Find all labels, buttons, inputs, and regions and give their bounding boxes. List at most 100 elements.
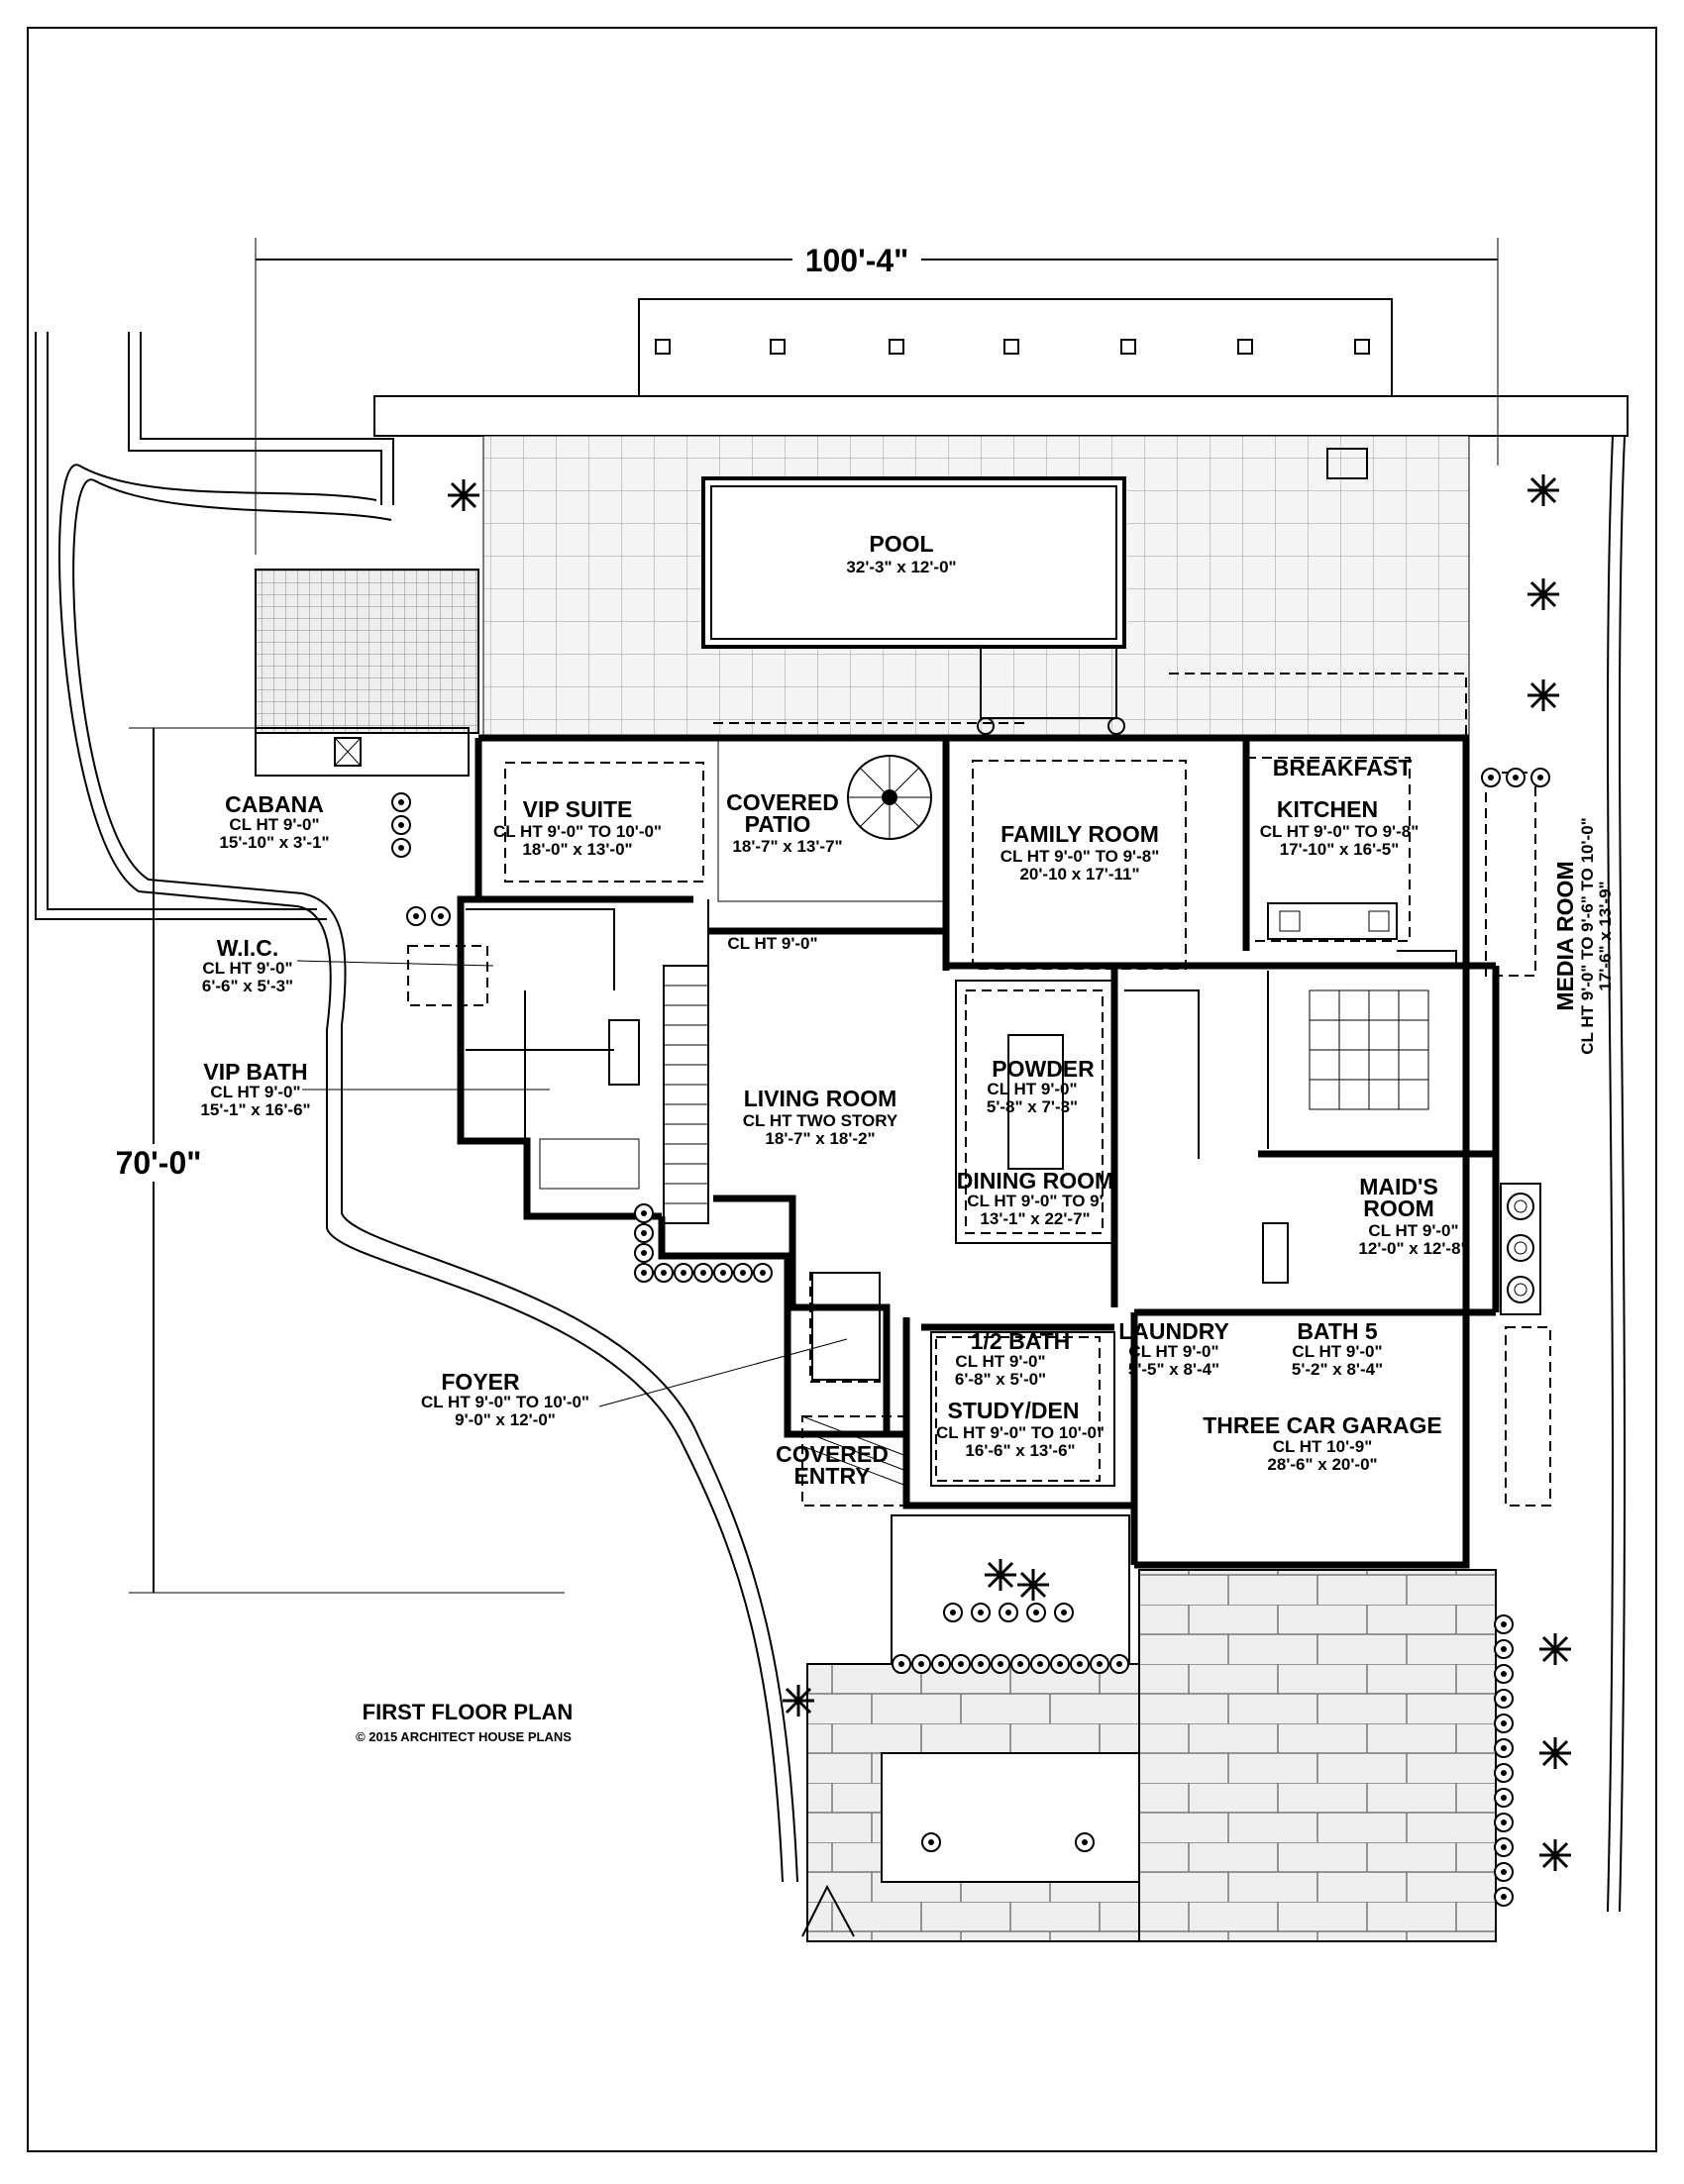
family-room: FAMILY ROOM CL HT 9'-0" TO 9'-8" 20'-10 … (1000, 821, 1160, 884)
study-label: STUDY/DEN (948, 1398, 1080, 1423)
laundry-height: CL HT 9'-0" (1128, 1342, 1218, 1361)
ceiling-outlines (407, 673, 1551, 1507)
bath-5: BATH 5 CL HT 9'-0" 5'-2" x 8'-4" (1292, 1318, 1383, 1379)
interior-walls (466, 899, 1457, 1169)
site-wall-right (1619, 435, 1626, 1913)
covered-entry-label-1: COVERED (776, 1441, 889, 1467)
dining-room-label: DINING ROOM (957, 1168, 1113, 1194)
kitchen: BREAKFAST KITCHEN CL HT 9'-0" TO 9'-8" 1… (1260, 755, 1420, 940)
cabana: CABANA CL HT 9'-0" 15'-10" x 3'-1" (219, 569, 479, 852)
pool-size: 32'-3" x 12'-0" (846, 558, 956, 576)
laundry-label: LAUNDRY (1118, 1318, 1229, 1344)
bath5-label: BATH 5 (1297, 1318, 1378, 1344)
vip-bath-size: 15'-1" x 16'-6" (200, 1100, 310, 1119)
covered-patio-label-1: COVERED (726, 789, 839, 815)
wic-label: W.I.C. (217, 935, 279, 961)
ac-units (1500, 1183, 1541, 1315)
site-wall-right-inner (1607, 435, 1614, 1913)
study-height: CL HT 9'-0" TO 10'-0" (936, 1423, 1105, 1442)
dining-room: POWDER CL HT 9'-0" 5'-8" x 7'-3" DINING … (955, 980, 1113, 1244)
sheet-border (27, 27, 1657, 2152)
title-block: FIRST FLOOR PLAN © 2015 ARCHITECT HOUSE … (356, 1700, 573, 1744)
garage-label: THREE CAR GARAGE (1203, 1412, 1442, 1438)
vip-bath-height: CL HT 9'-0" (210, 1083, 300, 1101)
media-room: MEDIA ROOM CL HT 9'-0" TO 9'-6" TO 10'-0… (1552, 817, 1615, 1054)
powder-size: 5'-8" x 7'-3" (987, 1097, 1078, 1116)
garage-size: 28'-6" x 20'-0" (1267, 1455, 1377, 1474)
bath5-size: 5'-2" x 8'-4" (1292, 1360, 1383, 1379)
three-car-garage: THREE CAR GARAGE CL HT 10'-9" 28'-6" x 2… (1203, 1412, 1442, 1474)
kitchen-height: CL HT 9'-0" TO 9'-8" (1260, 822, 1420, 841)
spiral-stair-icon (847, 755, 932, 840)
powder-height: CL HT 9'-0" (987, 1080, 1077, 1098)
wic-height: CL HT 9'-0" (202, 959, 292, 978)
foyer-height: CL HT 9'-0" TO 10'-0" (421, 1393, 589, 1411)
vip-suite-size: 18'-0" x 13'-0" (522, 840, 632, 859)
foyer-label: FOYER (441, 1369, 520, 1395)
driveway (801, 1514, 1497, 1942)
dining-room-height: CL HT 9'-0" TO 9' (967, 1192, 1103, 1210)
rear-pergola (373, 298, 1629, 437)
covered-entry-label-2: ENTRY (793, 1463, 870, 1489)
hall-height: CL HT 9'-0" (727, 934, 817, 953)
media-room-height: CL HT 9'-0" TO 9'-6" TO 10'-0" (1578, 817, 1597, 1054)
wic-size: 6'-6" x 5'-3" (202, 977, 293, 995)
living-room-label: LIVING ROOM (744, 1086, 897, 1111)
cabana-size: 15'-10" x 3'-1" (219, 833, 329, 852)
depth-label: 70'-0" (116, 1145, 202, 1181)
kitchen-label: KITCHEN (1277, 796, 1378, 822)
plan-copyright: © 2015 ARCHITECT HOUSE PLANS (356, 1729, 572, 1744)
study-den: 1/2 BATH CL HT 9'-0" 6'-8" x 5'-0" STUDY… (930, 1328, 1115, 1487)
living-room-height: CL HT TWO STORY (743, 1111, 898, 1130)
pool: POOL 32'-3" x 12'-0" (701, 476, 1126, 735)
living-room: LIVING ROOM CL HT TWO STORY 18'-7" x 18'… (743, 1086, 898, 1148)
width-dimension: 100'-4" (255, 238, 1499, 555)
maids-room-label-2: ROOM (1363, 1196, 1434, 1221)
family-room-size: 20'-10 x 17'-11" (1019, 865, 1139, 884)
width-label: 100'-4" (805, 243, 909, 278)
vip-bath-label: VIP BATH (203, 1059, 307, 1085)
half-bath-label: 1/2 BATH (971, 1328, 1071, 1354)
maids-room-height: CL HT 9'-0" (1368, 1221, 1458, 1240)
covered-patio-label-2: PATIO (745, 811, 811, 837)
pool-label: POOL (869, 531, 933, 557)
family-room-height: CL HT 9'-0" TO 9'-8" (1000, 847, 1160, 866)
spa (1326, 448, 1368, 479)
depth-dimension: 70'-0" (99, 727, 565, 1594)
media-room-label: MEDIA ROOM (1552, 861, 1578, 1010)
garage-height: CL HT 10'-9" (1273, 1437, 1373, 1456)
cabana-label: CABANA (225, 791, 324, 817)
maids-room-size: 12'-0" x 12'-8" (1358, 1239, 1468, 1258)
vip-suite-height: CL HT 9'-0" TO 10'-0" (493, 822, 662, 841)
maids-room: MAID'S ROOM CL HT 9'-0" 12'-0" x 12'-8" (1262, 1174, 1469, 1284)
study-size: 16'-6" x 13'-6" (965, 1441, 1075, 1460)
laundry: LAUNDRY CL HT 9'-0" 5'-5" x 8'-4" (1118, 1318, 1229, 1379)
cabana-height: CL HT 9'-0" (229, 815, 319, 834)
covered-patio-size: 18'-7" x 13'-7" (732, 837, 842, 856)
wic: W.I.C. CL HT 9'-0" 6'-6" x 5'-3" (202, 935, 494, 995)
breakfast-label: BREAKFAST (1273, 755, 1413, 780)
laundry-size: 5'-5" x 8'-4" (1128, 1360, 1219, 1379)
media-room-size: 17'-6" x 13'-9" (1596, 881, 1615, 990)
family-room-label: FAMILY ROOM (1000, 821, 1159, 847)
covered-entry: COVERED ENTRY (776, 1415, 907, 1507)
kitchen-size: 17'-10" x 16'-5" (1280, 840, 1400, 859)
vip-suite-label: VIP SUITE (523, 796, 633, 822)
plan-title: FIRST FLOOR PLAN (363, 1700, 574, 1724)
bath5-height: CL HT 9'-0" (1292, 1342, 1382, 1361)
site-wall-left (35, 332, 798, 1883)
half-bath-size: 6'-8" x 5'-0" (955, 1370, 1046, 1389)
foyer: FOYER CL HT 9'-0" TO 10'-0" 9'-0" x 12'-… (421, 1272, 881, 1429)
main-stair (663, 965, 709, 1224)
media-room-grid (1309, 989, 1429, 1110)
vip-suite: VIP SUITE CL HT 9'-0" TO 10'-0" 18'-0" x… (493, 796, 662, 859)
dining-room-size: 13'-1" x 22'-7" (980, 1209, 1090, 1228)
covered-patio: COVERED PATIO 18'-7" x 13'-7" (717, 737, 947, 902)
maids-room-label-1: MAID'S (1359, 1174, 1438, 1199)
foyer-size: 9'-0" x 12'-0" (455, 1410, 556, 1429)
powder-label: POWDER (992, 1056, 1095, 1082)
half-bath-height: CL HT 9'-0" (955, 1352, 1045, 1371)
vip-bath: VIP BATH CL HT 9'-0" 15'-1" x 16'-6" (200, 1019, 640, 1190)
